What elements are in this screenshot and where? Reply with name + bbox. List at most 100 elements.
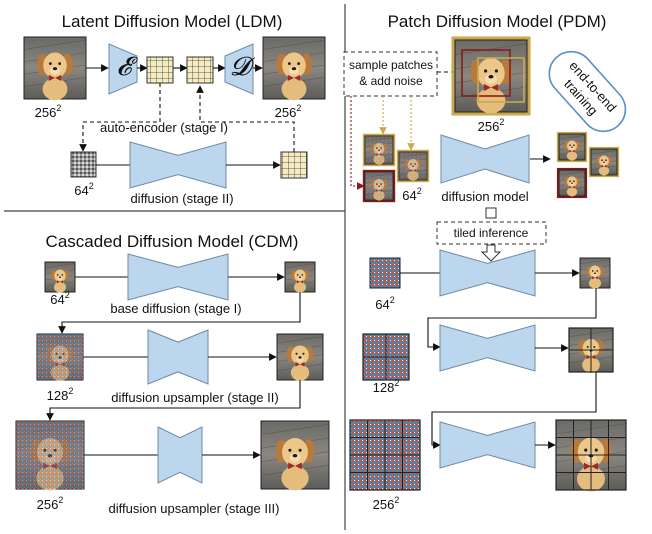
line-part	[284, 263, 316, 269]
ldm-diffusion-label: diffusion (stage II)	[130, 191, 233, 206]
ldm-output-image	[262, 36, 326, 101]
pdm-patch-frame-1	[362, 133, 396, 167]
ellipse-part	[289, 66, 299, 75]
pdm-out-frame-2	[588, 146, 620, 178]
ldm-diffusion-unet	[129, 141, 227, 189]
pdm-inf-unet-1	[439, 249, 536, 297]
cdm-stage2-output	[276, 333, 324, 381]
circle-part	[586, 345, 589, 348]
pdm-inf-unet-3	[439, 421, 536, 469]
pdm-connector	[485, 207, 497, 219]
ldm-input-image	[23, 36, 87, 101]
circle-part	[288, 448, 292, 452]
ellipse-part	[298, 356, 302, 359]
rect-part	[369, 257, 401, 289]
tspan-part: 2	[390, 295, 395, 305]
ldm-latent-output	[280, 151, 308, 179]
ellipse-part	[571, 182, 573, 184]
circle-part	[61, 274, 64, 276]
pdm-patch-red	[461, 49, 511, 97]
pdm-inf-grid-256	[349, 419, 421, 491]
pdm-patch-res: 642	[402, 186, 421, 203]
path-part	[48, 74, 62, 82]
pdm-patch-gold	[477, 57, 525, 103]
pdm-inf-out-grid-128	[568, 327, 614, 373]
pdm-inf-unet-2	[439, 324, 536, 372]
pdm-patch-1	[364, 135, 394, 165]
ldm-encoder	[108, 43, 138, 95]
pdm-inf-noise-64	[369, 257, 401, 289]
tspan-part: 2	[296, 103, 301, 113]
ldm-latent-res: 642	[74, 181, 93, 198]
tspan-part: 256	[373, 497, 395, 512]
tspan-part: 128	[47, 388, 69, 403]
tspan-part: 256	[35, 105, 57, 120]
pdm-image-res: 2562	[478, 117, 505, 134]
circle-part	[484, 69, 488, 73]
circle-part	[569, 144, 571, 146]
circle-part	[302, 352, 305, 355]
ellipse-part	[291, 345, 309, 365]
ldm-latent-encoded	[146, 56, 174, 84]
pdm-patch-3	[398, 151, 428, 181]
ellipse-part	[566, 151, 578, 161]
ellipse-part	[54, 269, 66, 283]
circle-part	[58, 62, 62, 66]
ellipse-part	[50, 66, 60, 75]
cdm-title: Cascaded Diffusion Model (CDM)	[46, 232, 299, 251]
rect-part	[365, 136, 393, 164]
ellipse-part	[598, 166, 610, 176]
path-part	[601, 164, 607, 168]
pdm-inf-res-64: 642	[375, 295, 394, 312]
circle-part	[573, 180, 575, 182]
circle-part	[596, 270, 599, 272]
line-part	[262, 39, 326, 50]
circle-part	[56, 274, 59, 276]
ellipse-part	[603, 161, 605, 163]
path-part	[295, 362, 305, 367]
path-part	[592, 276, 598, 280]
tspan-part: 2	[499, 117, 504, 127]
ldm-title: Latent Diffusion Model (LDM)	[62, 12, 283, 31]
ellipse-part	[571, 146, 573, 148]
circle-part	[593, 345, 596, 348]
path-part	[569, 149, 575, 153]
tspan-part: 256	[37, 497, 59, 512]
ldm-dashed-to-noise	[79, 83, 161, 152]
pdm-patch-frame-2	[362, 169, 396, 203]
pdm-inf-connector-2	[431, 372, 597, 449]
tspan-part: 64	[375, 297, 389, 312]
ellipse-part	[298, 276, 302, 279]
tspan-part: 2	[68, 386, 73, 396]
pdm-out-frame-3	[556, 167, 588, 199]
path-part	[297, 280, 303, 284]
pdm-model-label: diffusion model	[441, 189, 528, 204]
ldm-latent-noise	[70, 151, 97, 178]
ellipse-part	[476, 87, 506, 114]
pdm-out-patch-2	[590, 148, 618, 176]
line-part	[260, 424, 330, 435]
tspan-part: 128	[373, 380, 395, 395]
line-part	[44, 263, 76, 269]
cdm-res-256: 2562	[37, 495, 64, 512]
circle-part	[591, 270, 594, 272]
cdm-stage1-output	[284, 261, 316, 293]
pdm-out-patch-1	[558, 133, 586, 161]
ellipse-part	[294, 269, 306, 283]
circle-part	[295, 352, 298, 355]
rect-part	[16, 421, 84, 489]
ellipse-part	[58, 276, 62, 279]
pdm-sample-label-1: sample patches	[349, 58, 433, 72]
cdm-stage2-label: diffusion upsampler (stage II)	[111, 390, 278, 405]
cdm-stage1-label: base diffusion (stage I)	[110, 301, 241, 316]
line-part	[276, 336, 324, 344]
ellipse-part	[569, 182, 575, 186]
ellipse-part	[57, 276, 63, 281]
pdm-sample-label-2: & add noise	[359, 74, 423, 88]
pdm-patch-frame-3	[396, 149, 430, 183]
cdm-res-128: 1282	[47, 386, 74, 403]
pdm-sample-box	[343, 51, 438, 97]
ellipse-part	[292, 453, 298, 458]
tspan-part: 2	[394, 378, 399, 388]
